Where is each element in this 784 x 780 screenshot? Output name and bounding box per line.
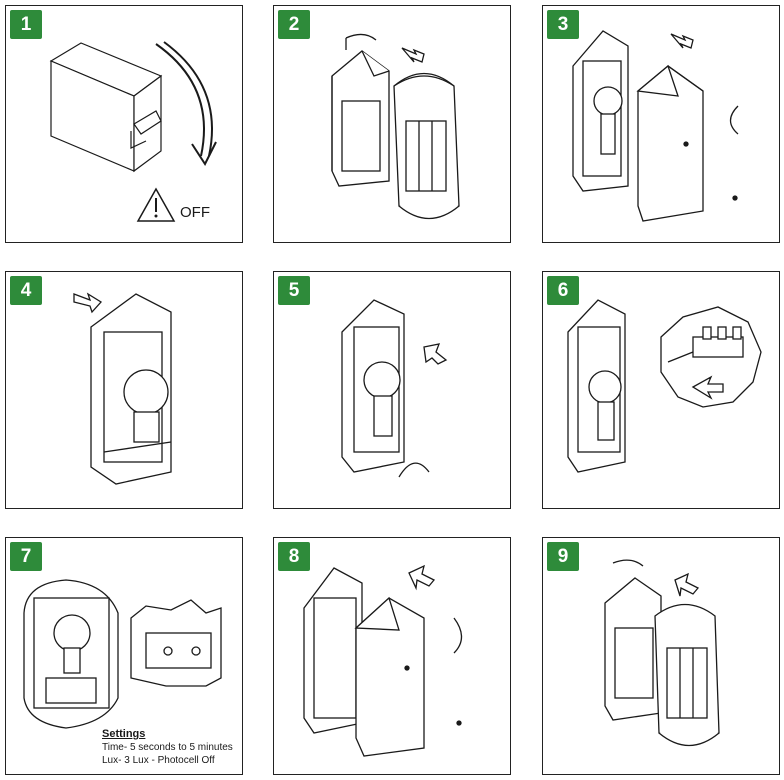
rotate-arrow-icon: [729, 105, 739, 135]
settings-title: Settings: [102, 728, 146, 740]
step-3-panel: 3: [542, 5, 780, 243]
rotate-arrow-icon: [453, 617, 463, 654]
direction-arrow-icon: [674, 572, 700, 597]
remove-cover-illustration: [331, 33, 460, 219]
mounting-illustration: [341, 299, 448, 478]
step-8-panel: 8: [273, 537, 511, 775]
step-5-panel: 5: [273, 271, 511, 509]
base-unit-illustration: [73, 292, 172, 485]
rotate-arrow-icon: [612, 559, 644, 567]
direction-arrow-icon: [691, 375, 724, 400]
step-4-panel: 4: [5, 271, 243, 509]
rotate-arrow-icon: [398, 462, 430, 478]
warning-icon: [136, 187, 176, 222]
step-number-badge: 8: [278, 542, 310, 571]
off-label: OFF: [180, 204, 210, 221]
rotate-arrow-icon: [345, 33, 377, 50]
step-number-badge: 6: [547, 276, 579, 305]
step-7-panel: 7 Settings Time- 5 seconds to 5 minutes …: [5, 537, 243, 775]
direction-arrow-icon: [670, 33, 694, 49]
remove-housing-illustration: [572, 30, 739, 222]
sensor-settings-illustration: [23, 579, 222, 729]
time-setting: Time- 5 seconds to 5 minutes: [102, 742, 233, 753]
step-2-panel: 2: [273, 5, 511, 243]
step-number-badge: 9: [547, 542, 579, 571]
refit-housing-illustration: [303, 564, 463, 757]
direction-arrow-icon: [408, 564, 436, 591]
lux-setting: Lux- 3 Lux - Photocell Off: [102, 755, 215, 766]
direction-arrow-icon: [401, 47, 425, 63]
step-number-badge: 7: [10, 542, 42, 571]
wiring-illustration: [567, 299, 762, 473]
step-6-panel: 6: [542, 271, 780, 509]
refit-cover-illustration: [604, 559, 720, 746]
step-number-badge: 3: [547, 10, 579, 39]
step-9-panel: 9: [542, 537, 780, 775]
switch-off-illustration: [49, 41, 217, 222]
step-number-badge: 1: [10, 10, 42, 39]
step-number-badge: 2: [278, 10, 310, 39]
settings-text-block: Settings Time- 5 seconds to 5 minutes Lu…: [102, 728, 233, 767]
step-1-panel: 1 OFF: [5, 5, 243, 243]
step-number-badge: 4: [10, 276, 42, 305]
step-number-badge: 5: [278, 276, 310, 305]
direction-arrow-icon: [73, 292, 103, 314]
direction-arrow-icon: [423, 343, 448, 365]
